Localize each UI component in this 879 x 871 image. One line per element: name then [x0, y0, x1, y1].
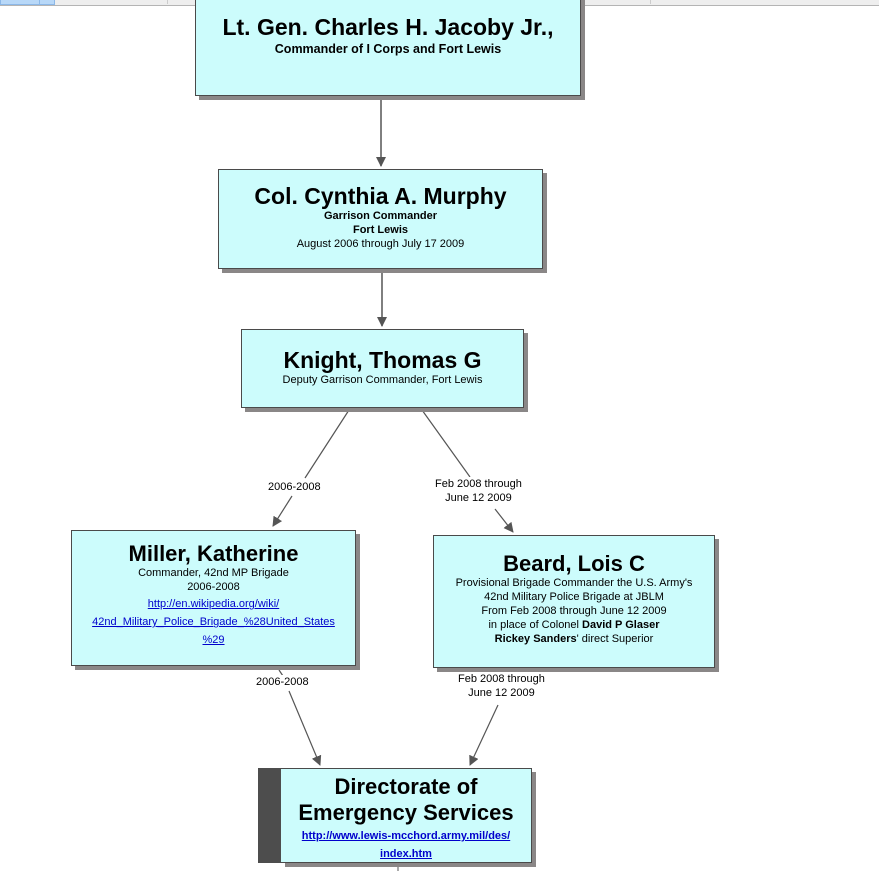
edge-knight-miller-b [272, 495, 293, 527]
node-dates: August 2006 through July 17 2009 [296, 238, 465, 251]
edge-knight-beard-b [494, 508, 514, 533]
toolbar-separator [167, 0, 168, 4]
node-title: Commander of I Corps and Fort Lewis [274, 42, 502, 57]
node-title: Deputy Garrison Commander, Fort Lewis [282, 374, 483, 387]
node-name: Miller, Katherine [128, 541, 299, 566]
edge-label: Feb 2008 through June 12 2009 [433, 477, 524, 505]
node-name: Emergency Services [298, 800, 514, 825]
des-link[interactable]: http://www.lewis-mcchord.army.mil/des/ i… [281, 826, 531, 862]
node-jacoby[interactable]: Lt. Gen. Charles H. Jacoby Jr., Commande… [195, 0, 581, 96]
link-line[interactable]: index.htm [380, 848, 432, 860]
node-name: Lt. Gen. Charles H. Jacoby Jr., [222, 14, 554, 40]
node-name: Beard, Lois C [503, 551, 645, 576]
node-name: Directorate of [334, 774, 478, 799]
node-line: From Feb 2008 through June 12 2009 [481, 605, 667, 618]
edge-label: Feb 2008 through June 12 2009 [456, 672, 547, 700]
wikipedia-link[interactable]: http://en.wikipedia.org/wiki/ 42nd_Milit… [72, 594, 355, 648]
edge-label: 2006-2008 [254, 675, 311, 689]
edge-label-line: Feb 2008 through [458, 673, 545, 685]
node-text-bold: David P Glaser [582, 619, 660, 632]
node-line: 42nd Military Police Brigade at JBLM [484, 591, 664, 604]
link-line[interactable]: http://en.wikipedia.org/wiki/ [147, 598, 280, 611]
node-line: Provisional Brigade Commander the U.S. A… [455, 577, 693, 590]
edge-label-line: June 12 2009 [468, 687, 535, 699]
link-line[interactable]: http://www.lewis-mcchord.army.mil/des/ [301, 830, 511, 842]
edge-beard-des [469, 704, 499, 766]
edge-knight-miller-a [304, 409, 350, 479]
link-line[interactable]: %29 [202, 634, 225, 647]
node-location: Fort Lewis [352, 224, 408, 237]
node-des[interactable]: Directorate of Emergency Services http:/… [281, 768, 532, 863]
node-name: Col. Cynthia A. Murphy [254, 183, 507, 209]
des-side-bar [258, 768, 282, 863]
node-text: ' direct Superior [576, 633, 654, 646]
toolbar-separator [650, 0, 651, 4]
edge-label: 2006-2008 [266, 480, 323, 494]
node-murphy[interactable]: Col. Cynthia A. Murphy Garrison Commande… [218, 169, 543, 269]
node-knight[interactable]: Knight, Thomas G Deputy Garrison Command… [241, 329, 524, 408]
node-dates: 2006-2008 [187, 581, 240, 594]
edge-knight-beard-a [421, 409, 471, 478]
edge-miller-des-b [288, 690, 322, 766]
node-title: Garrison Commander [323, 210, 438, 223]
edge-label-line: June 12 2009 [445, 492, 512, 504]
node-beard[interactable]: Beard, Lois C Provisional Brigade Comman… [433, 535, 715, 668]
link-line[interactable]: 42nd_Military_Police_Brigade_%28United_S… [92, 616, 335, 629]
node-miller[interactable]: Miller, Katherine Commander, 42nd MP Bri… [71, 530, 356, 666]
toolbar-tab[interactable] [39, 0, 55, 5]
node-title: Commander, 42nd MP Brigade [138, 567, 289, 580]
edge-label-line: Feb 2008 through [435, 478, 522, 490]
node-text-bold: Rickey Sanders [494, 633, 577, 646]
node-text: in place of Colonel [488, 619, 583, 632]
node-name: Knight, Thomas G [283, 347, 482, 373]
